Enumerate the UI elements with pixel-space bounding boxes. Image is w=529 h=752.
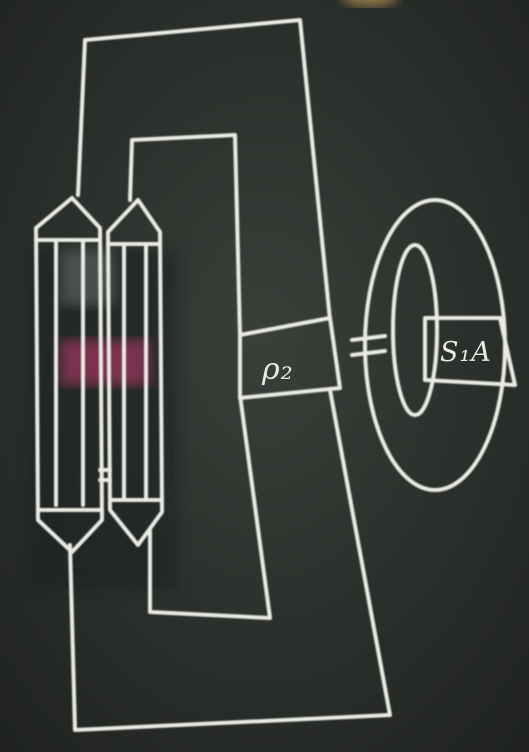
s1a-label: S₁A — [440, 337, 492, 368]
pink-smudge — [60, 340, 150, 385]
rho2-label: ρ₂ — [262, 352, 294, 387]
